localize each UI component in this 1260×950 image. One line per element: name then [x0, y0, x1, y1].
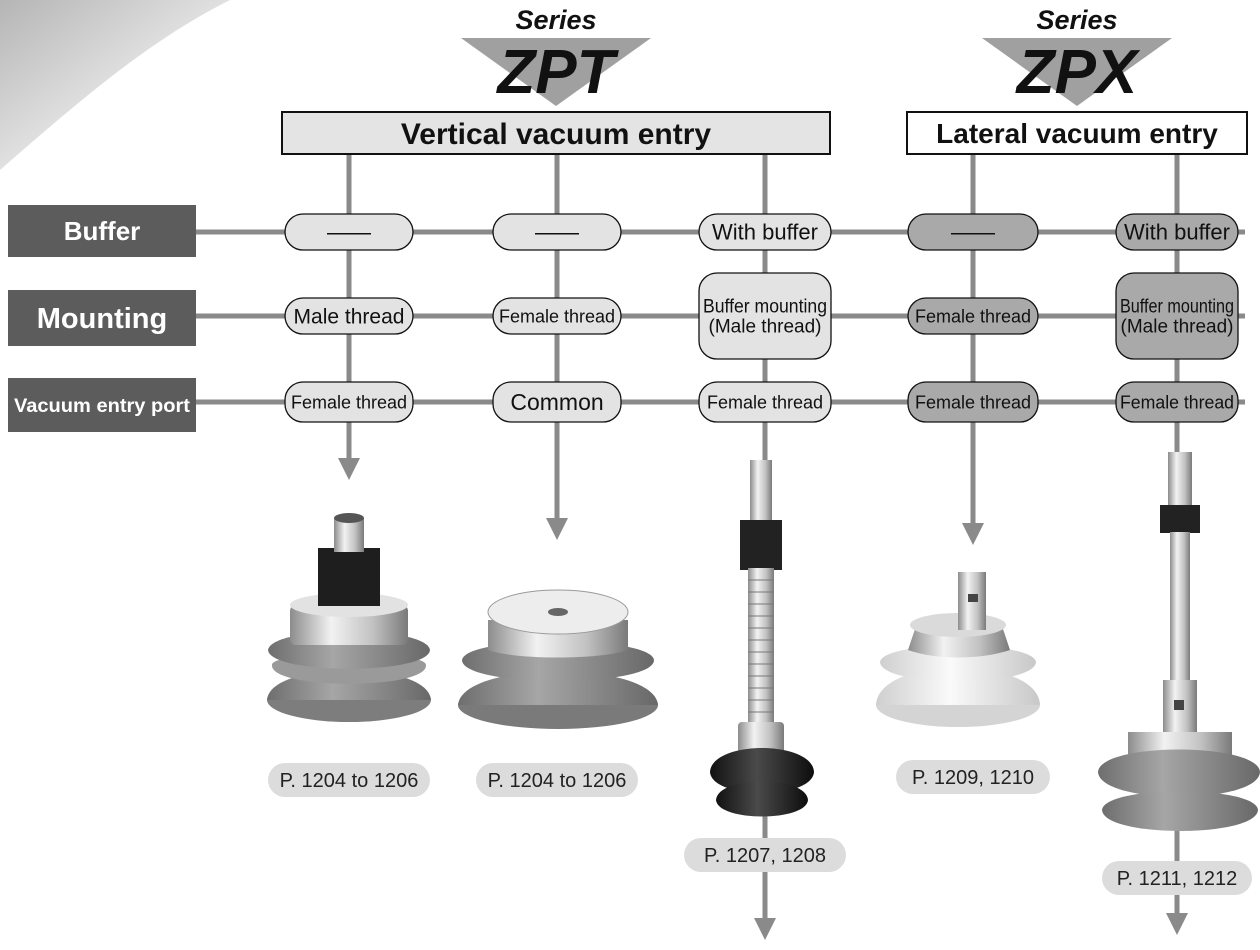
- buffer-pill-1-text: ——: [535, 220, 579, 245]
- column-arrow-4: [1166, 913, 1188, 935]
- page-tag-0-text: P. 1204 to 1206: [280, 770, 419, 792]
- product-zpt-buffer: [710, 460, 814, 817]
- page-tag-3: P. 1209, 1210: [896, 760, 1050, 794]
- page-tag-4-text: P. 1211, 1212: [1117, 868, 1238, 890]
- buffer-pill-2-text: With buffer: [712, 220, 818, 245]
- buffer-pill-0: ——: [284, 213, 414, 251]
- buffer-pill-4: With buffer: [1115, 213, 1239, 251]
- buffer-pill-3-text: ——: [951, 220, 995, 245]
- lateral-entry-header: Lateral vacuum entry: [906, 111, 1248, 155]
- column-arrow-3: [962, 523, 984, 545]
- product-zpx-female-thread: [876, 572, 1040, 727]
- mounting-pill-2-text-1: (Male thread): [709, 317, 822, 338]
- corner-shade: [0, 0, 230, 170]
- port-pill-2-text: Female thread: [707, 392, 823, 412]
- series-zpx-header: Series ZPX: [982, 5, 1172, 107]
- page-tag-1-text: P. 1204 to 1206: [488, 770, 627, 792]
- port-pill-4: Female thread: [1115, 381, 1239, 423]
- page-tag-2-text: P. 1207, 1208: [704, 845, 826, 867]
- mounting-pill-0-text: Male thread: [294, 305, 405, 328]
- page-reference-tags: P. 1204 to 1206 P. 1204 to 1206 P. 1207, 1…: [268, 760, 1252, 895]
- series-zpx-label: Series: [1036, 5, 1117, 35]
- series-zpt-header: Series ZPT: [461, 5, 651, 107]
- lateral-entry-title: Lateral vacuum entry: [936, 118, 1218, 149]
- column-arrow-0: [338, 458, 360, 480]
- port-pill-1-text: Common: [510, 389, 603, 415]
- product-zpt-female-thread: [458, 589, 658, 729]
- mounting-pill-2: Buffer mounting(Male thread): [698, 272, 832, 360]
- series-zpt-triangle: [461, 38, 651, 106]
- buffer-pill-3: ——: [907, 213, 1039, 251]
- series-zpx-triangle: [982, 38, 1172, 106]
- vertical-entry-title: Vertical vacuum entry: [401, 118, 711, 151]
- mounting-pill-3-text: Female thread: [915, 306, 1031, 326]
- vertical-entry-box: [281, 111, 831, 155]
- row-label-buffer-text: Buffer: [64, 216, 141, 246]
- buffer-pill-0-text: ——: [327, 220, 371, 245]
- buffer-pill-1: ——: [492, 213, 622, 251]
- mounting-pill-1-text: Female thread: [499, 306, 615, 326]
- mounting-pill-4-text-0: Buffer mounting: [1120, 297, 1234, 318]
- buffer-pill-2: With buffer: [698, 213, 832, 251]
- series-zpt-name: ZPT: [495, 38, 619, 107]
- port-pill-1: Common: [492, 381, 622, 423]
- port-pill-0: Female thread: [284, 381, 414, 423]
- port-pill-2: Female thread: [698, 381, 832, 423]
- product-zpx-buffer: [1098, 452, 1260, 831]
- page-tag-0: P. 1204 to 1206: [268, 763, 430, 797]
- mounting-pill-0: Male thread: [284, 297, 414, 335]
- buffer-pill-4-text: With buffer: [1124, 220, 1230, 245]
- row-label-mounting-text: Mounting: [37, 303, 167, 335]
- page-tag-4: P. 1211, 1212: [1102, 861, 1252, 895]
- row-label-buffer: Buffer: [8, 205, 196, 257]
- row-label-port: Vacuum entry port: [8, 378, 196, 432]
- series-zpt-label: Series: [515, 5, 596, 35]
- row-label-port-text: Vacuum entry port: [14, 396, 191, 417]
- mounting-pill-2-text-0: Buffer mounting: [703, 297, 827, 318]
- mounting-pill-3: Female thread: [907, 297, 1039, 335]
- vertical-entry-header: Vertical vacuum entry: [281, 111, 831, 155]
- page-tag-1: P. 1204 to 1206: [476, 763, 638, 797]
- port-pill-3-text: Female thread: [915, 392, 1031, 412]
- column-arrow-2: [754, 918, 776, 940]
- column-arrow-1: [546, 518, 568, 540]
- lateral-entry-box: [906, 111, 1248, 155]
- mounting-pill-4: Buffer mounting(Male thread): [1115, 272, 1239, 360]
- port-pill-3: Female thread: [907, 381, 1039, 423]
- port-pill-4-text: Female thread: [1120, 392, 1234, 412]
- row-label-mounting: Mounting: [8, 290, 196, 346]
- port-pill-0-text: Female thread: [291, 392, 407, 412]
- mounting-pill-4-text-1: (Male thread): [1121, 317, 1234, 338]
- page-tag-2: P. 1207, 1208: [684, 838, 846, 872]
- mounting-pill-1: Female thread: [492, 297, 622, 335]
- series-zpx-name: ZPX: [1015, 38, 1141, 107]
- product-zpt-male-thread: [267, 513, 431, 722]
- page-tag-3-text: P. 1209, 1210: [912, 767, 1034, 789]
